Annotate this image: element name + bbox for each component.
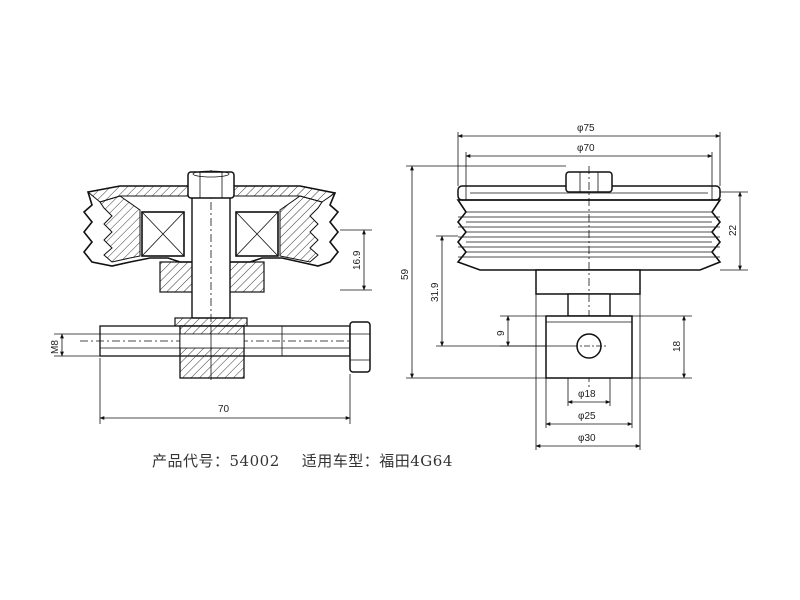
dim-base-diameter-label: φ30 xyxy=(578,433,596,444)
dim-overall-height-label: 59 xyxy=(400,268,411,280)
dim-groove-diameter: φ70 xyxy=(465,143,713,200)
front-view: φ75 φ70 22 59 31.9 xyxy=(400,123,748,450)
dim-bolt-length: 70 xyxy=(99,358,351,424)
dim-hole-offset: 9 xyxy=(496,315,546,347)
pulley-web-right-hatch xyxy=(279,195,323,263)
dim-thread: M8 xyxy=(50,333,100,357)
side-section-view: 16.9 M8 70 xyxy=(50,170,372,424)
dim-bolt-length-label: 70 xyxy=(218,404,230,415)
pulley-body-outline xyxy=(82,185,340,267)
pulley-web-left-hatch xyxy=(99,195,141,263)
dim-groove-height: 16.9 xyxy=(340,229,372,291)
dim-thread-label: M8 xyxy=(50,340,61,354)
dim-base-height-label: 31.9 xyxy=(430,282,441,302)
dim-outer-diameter-label: φ75 xyxy=(577,123,595,134)
dim-flange-diameter: φ25 xyxy=(545,378,633,428)
grooved-pulley xyxy=(456,199,722,271)
dim-block-height: 18 xyxy=(632,315,692,379)
bolt-head xyxy=(349,321,371,373)
dim-flange-diameter-label: φ25 xyxy=(578,411,596,422)
front-hub xyxy=(535,269,641,295)
dim-groove-diameter-label: φ70 xyxy=(577,143,595,154)
bearing-left xyxy=(141,211,185,257)
top-nut xyxy=(187,171,235,199)
dim-base-diameter: φ30 xyxy=(535,294,641,450)
product-caption: 产品代号：54002 适用车型：福田4G64 xyxy=(152,450,453,471)
dim-outer-diameter: φ75 xyxy=(457,123,721,186)
dim-overall-height: 59 xyxy=(400,165,566,379)
bearing-right xyxy=(235,211,279,257)
dim-block-height-label: 18 xyxy=(672,340,683,352)
product-code: 54002 xyxy=(229,452,280,470)
dim-pulley-width: 22 xyxy=(720,191,748,271)
dim-groove-height-label: 16.9 xyxy=(352,250,363,270)
dim-hole-offset-label: 9 xyxy=(496,330,507,336)
washer xyxy=(174,317,248,327)
vehicle-label: 适用车型： xyxy=(301,452,380,470)
dim-bore-diameter-label: φ18 xyxy=(578,389,596,400)
dim-pulley-width-label: 22 xyxy=(728,224,739,236)
vehicle-model: 福田4G64 xyxy=(379,452,453,470)
product-code-label: 产品代号： xyxy=(152,452,230,470)
dim-bore-diameter: φ18 xyxy=(567,378,611,406)
